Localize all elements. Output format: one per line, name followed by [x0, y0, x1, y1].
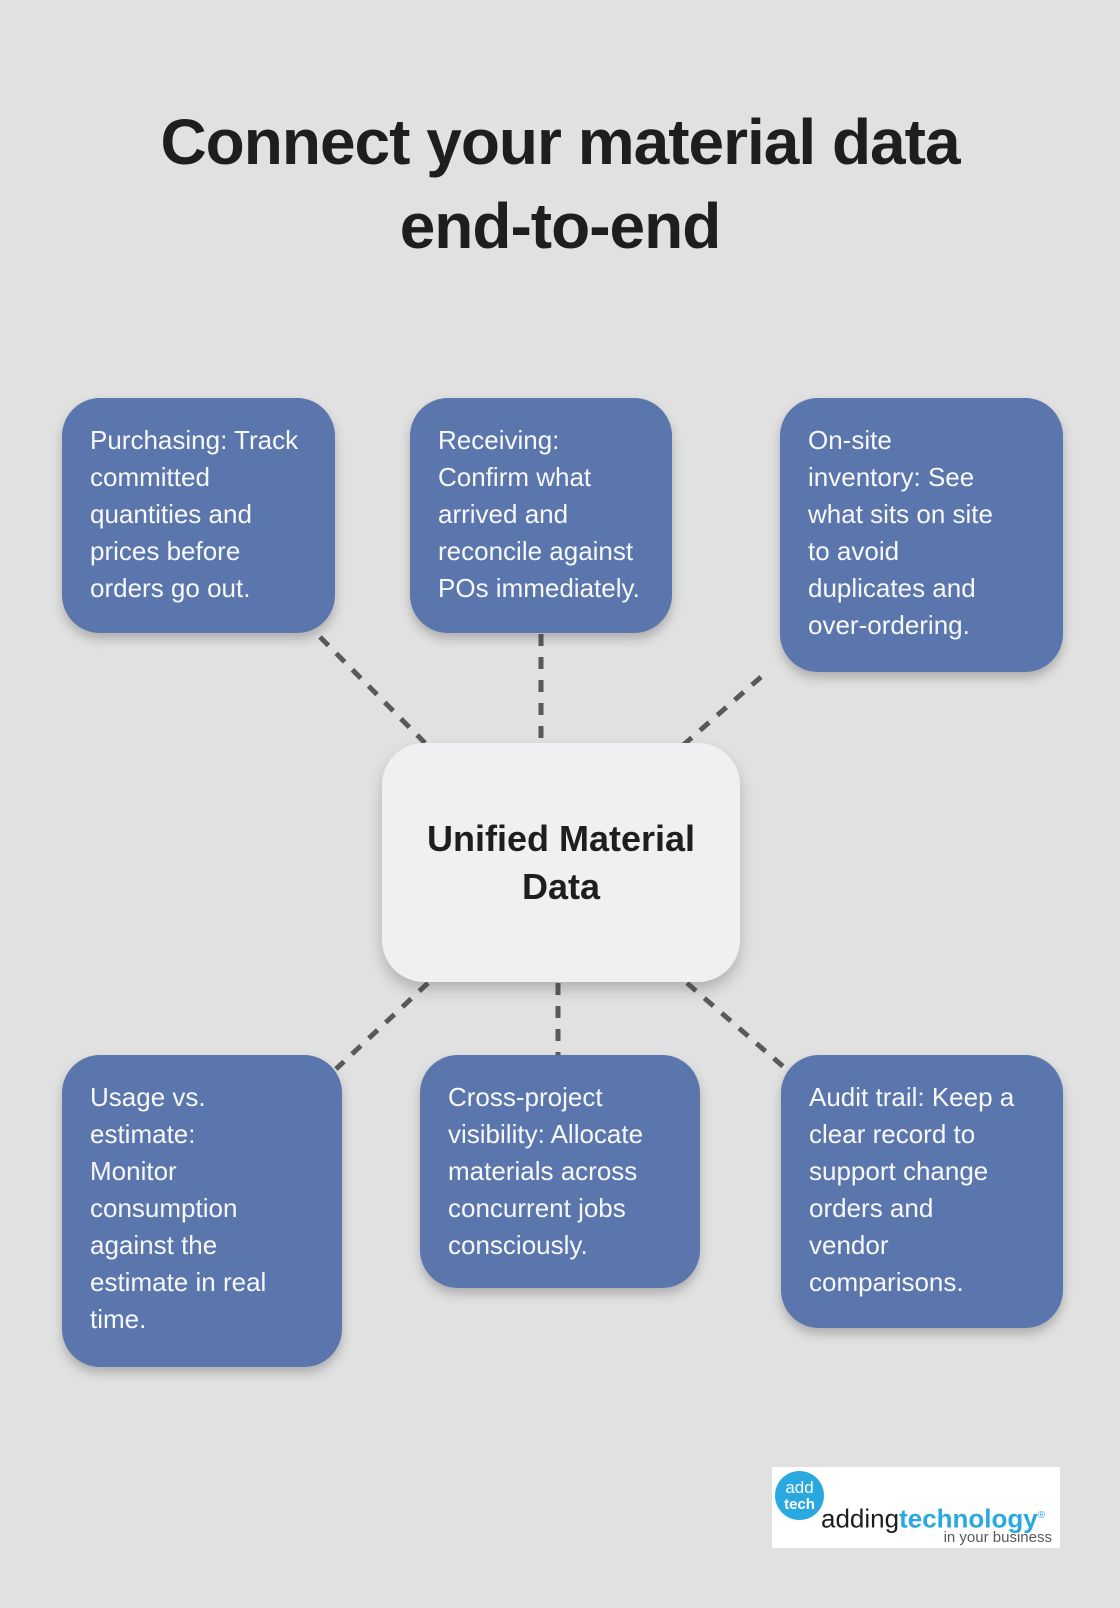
node-receiving: Receiving: Confirm what arrived and reco…: [410, 398, 672, 633]
logo-brand-text: addingtechnology®: [821, 1503, 1053, 1532]
logo-brand-adding: adding: [821, 1503, 900, 1534]
page-title-line2: end-to-end: [399, 190, 722, 262]
logo-tagline: in your business: [943, 1529, 1052, 1546]
page-title-line1: Connect your material data: [160, 106, 960, 178]
node-usage-vs-estimate: Usage vs. estimate: Monitor consumption …: [62, 1055, 342, 1367]
node-onsite-inventory: On-site inventory: See what sits on site…: [780, 398, 1063, 672]
page-title: Connect your material data end-to-end: [0, 100, 1120, 268]
center-node-label: Unified Material Data: [426, 817, 696, 907]
connector-onsite-inventory: [679, 675, 763, 749]
center-node-unified-material-data: Unified Material Data: [382, 743, 740, 982]
registered-trademark-icon: ®: [1037, 1510, 1046, 1521]
node-purchasing: Purchasing: Track committed quantities a…: [62, 398, 335, 633]
connector-audit-trail: [685, 981, 788, 1071]
addtech-logo-badge-icon: add tech: [775, 1471, 824, 1520]
node-audit-trail: Audit trail: Keep a clear record to supp…: [781, 1055, 1063, 1328]
logo-brand-technology: technology: [899, 1503, 1038, 1534]
addtech-logo: add tech addingtechnology® in your busin…: [772, 1467, 1060, 1548]
node-cross-project-visibility: Cross-project visibility: Allocate mater…: [420, 1055, 700, 1288]
logo-badge-add: add: [785, 1478, 814, 1497]
connector-usage-vs-estimate: [334, 981, 430, 1071]
connector-purchasing: [318, 635, 427, 745]
logo-badge-tech: tech: [784, 1496, 815, 1513]
